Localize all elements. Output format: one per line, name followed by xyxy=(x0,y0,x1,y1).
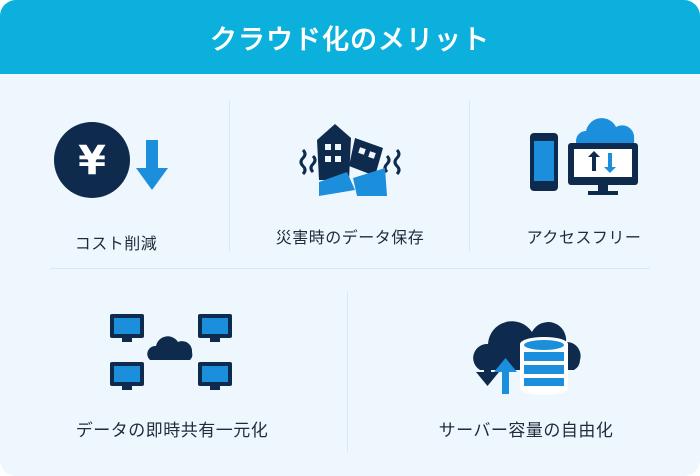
benefit-label-data-sharing: データの即時共有一元化 xyxy=(75,421,269,441)
divider-vertical-1 xyxy=(229,100,230,252)
benefit-label-access-free: アクセスフリー xyxy=(526,228,642,247)
section-header: クラウド化のメリット xyxy=(0,0,700,74)
benefit-label-server-capacity: サーバー容量の自由化 xyxy=(438,421,614,441)
devices-cloud-sync-icon xyxy=(530,118,638,195)
cloud-database-icon xyxy=(473,321,581,395)
divider-vertical-3 xyxy=(347,292,348,452)
header-title: クラウド化のメリット xyxy=(210,24,490,56)
disaster-buildings-icon xyxy=(299,124,401,196)
divider-vertical-2 xyxy=(469,100,470,252)
divider-horizontal xyxy=(50,268,650,269)
yen-coin-down-arrow-icon: ¥ xyxy=(54,122,168,198)
network-cloud-sharing-icon xyxy=(110,314,232,390)
benefit-label-disaster-storage: 災害時のデータ保存 xyxy=(275,228,425,247)
yen-symbol: ¥ xyxy=(78,138,106,184)
benefit-label-cost-reduction: コスト削減 xyxy=(74,234,158,253)
